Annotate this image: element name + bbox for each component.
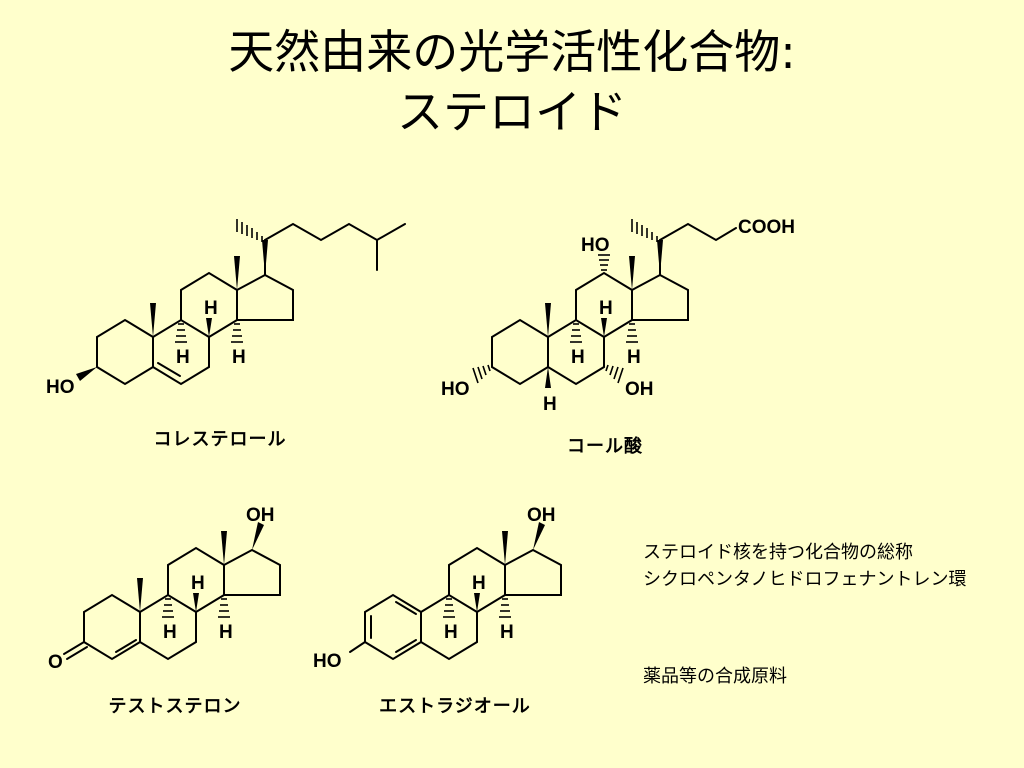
estradiol-structure: OH HO H H H	[313, 505, 562, 672]
cholesterol-c3-oh-wedge	[76, 367, 97, 381]
estradiol-ho-label: HO	[313, 651, 342, 672]
estradiol-ring-c	[448, 546, 506, 613]
ring-system-note: シクロペンタノヒドロフェナントレン環	[643, 569, 967, 590]
cholic-acid-h5-label: H	[543, 394, 557, 415]
cholic-acid-c9-h-hash	[570, 323, 582, 343]
cholic-acid-c10-methyl-wedge	[545, 303, 551, 337]
cholic-acid-c12-oh-hash	[598, 254, 610, 271]
testosterone-h8-label: H	[191, 573, 205, 594]
cholic-acid-oh7-label: OH	[625, 379, 654, 400]
cholesterol-c10-methyl-wedge	[150, 303, 156, 337]
cholesterol-ho-label: HO	[46, 377, 75, 398]
cholesterol-c5-c6-double-bond	[157, 362, 181, 377]
cholesterol-caption: コレステロール	[153, 429, 287, 450]
testosterone-c4-c5-double-bond	[115, 639, 137, 653]
cholesterol-ring-c	[180, 271, 238, 338]
estradiol-oh-label: OH	[527, 505, 556, 526]
cholic-acid-c7-oh-hash	[605, 364, 624, 384]
testosterone-h14-label: H	[219, 622, 233, 643]
estradiol-c8-h-wedge	[474, 593, 480, 612]
cholic-acid-ho3-label: HO	[441, 379, 470, 400]
estradiol-c17-oh-wedge	[533, 522, 545, 550]
estradiol-ring-d	[504, 548, 562, 596]
cholic-acid-h8-label: H	[599, 298, 613, 319]
testosterone-h9-label: H	[163, 622, 177, 643]
cholic-acid-ring-c	[575, 271, 633, 338]
estradiol-ring-b	[420, 593, 478, 661]
testosterone-c13-methyl-wedge	[221, 531, 227, 565]
estradiol-c9-h-hash	[443, 598, 455, 618]
cholic-acid-side-chain	[659, 222, 737, 276]
testosterone-c3-carbonyl-1	[63, 641, 85, 655]
testosterone-o-label: O	[48, 652, 63, 673]
estradiol-h9-label: H	[444, 622, 458, 643]
cholesterol-skeleton	[76, 219, 406, 386]
estradiol-h14-label: H	[500, 622, 514, 643]
testosterone-ring-a	[83, 593, 141, 661]
estradiol-h8-label: H	[472, 573, 486, 594]
cholesterol-ring-d	[236, 273, 294, 321]
estradiol-aromatic-double-3	[395, 639, 417, 653]
cholic-acid-h9-label: H	[571, 347, 585, 368]
estradiol-caption: エストラジオール	[379, 696, 531, 717]
page-title: 天然由来の光学活性化合物: ステロイド	[0, 22, 1024, 142]
estradiol-aromatic-double-2	[395, 601, 417, 615]
cholesterol-c14-h-hash	[231, 323, 243, 343]
cholic-acid-c3-oh-hash	[472, 364, 491, 384]
testosterone-ring-b	[139, 593, 197, 661]
testosterone-skeleton	[63, 522, 281, 661]
testosterone-c14-h-hash	[218, 598, 230, 618]
estradiol-skeleton	[349, 522, 562, 661]
steroid-definition-note: ステロイド核を持つ化合物の総称	[643, 542, 913, 563]
estradiol-c14-h-hash	[499, 598, 511, 618]
cholic-acid-c14-h-hash	[626, 323, 638, 343]
testosterone-c10-methyl-wedge	[137, 578, 143, 612]
cholic-acid-structure: COOH HO HO OH H H H H	[441, 217, 795, 415]
testosterone-structure: OH O H H H	[48, 505, 281, 673]
cholic-acid-ring-b	[547, 318, 605, 386]
estradiol-c3-oh-bond	[349, 641, 366, 653]
testosterone-caption: テストステロン	[108, 696, 242, 717]
estradiol-aromatic-ring-a	[364, 593, 422, 661]
cholic-acid-c8-h-wedge	[601, 318, 607, 337]
cholesterol-structure: HO H H H	[46, 219, 406, 398]
cholic-acid-ho12-label: HO	[581, 235, 610, 256]
cholesterol-c13-methyl-wedge	[234, 256, 240, 290]
cholesterol-h9-label: H	[176, 347, 190, 368]
cholic-acid-caption: コール酸	[567, 436, 643, 457]
cholesterol-c20-methyl-hash	[236, 219, 263, 242]
cholic-acid-c17-wedge	[657, 240, 663, 275]
testosterone-c9-h-hash	[162, 598, 174, 618]
testosterone-oh-label: OH	[246, 505, 275, 526]
cholesterol-c17-wedge	[262, 240, 268, 275]
cholic-acid-c20-methyl-hash	[631, 219, 658, 242]
cholic-acid-ring-d	[631, 273, 689, 321]
cholic-acid-h14-label: H	[627, 347, 641, 368]
title-line-2: ステロイド	[397, 85, 627, 139]
cholic-acid-skeleton	[472, 219, 737, 388]
estradiol-c13-methyl-wedge	[502, 531, 508, 565]
cholic-acid-c5-h-wedge	[545, 367, 551, 388]
cholesterol-ring-b	[152, 318, 210, 386]
cholesterol-c9-h-hash	[175, 323, 187, 343]
cholesterol-ring-a	[96, 318, 154, 386]
cholesterol-side-chain	[264, 222, 406, 276]
testosterone-c17-oh-wedge	[252, 522, 264, 550]
testosterone-c8-h-wedge	[193, 593, 199, 612]
cholic-acid-ring-a	[491, 318, 549, 386]
cholic-acid-cooh-label: COOH	[738, 217, 795, 238]
title-line-1: 天然由来の光学活性化合物:	[228, 25, 796, 79]
cholic-acid-c13-methyl-wedge	[629, 256, 635, 290]
testosterone-c3-carbonyl-2	[66, 646, 88, 660]
cholesterol-h8-label: H	[204, 298, 218, 319]
testosterone-ring-d	[223, 548, 281, 596]
testosterone-ring-c	[167, 546, 225, 613]
cholesterol-h14-label: H	[232, 347, 246, 368]
cholesterol-c8-h-wedge	[206, 318, 212, 337]
usage-note: 薬品等の合成原料	[643, 666, 787, 687]
